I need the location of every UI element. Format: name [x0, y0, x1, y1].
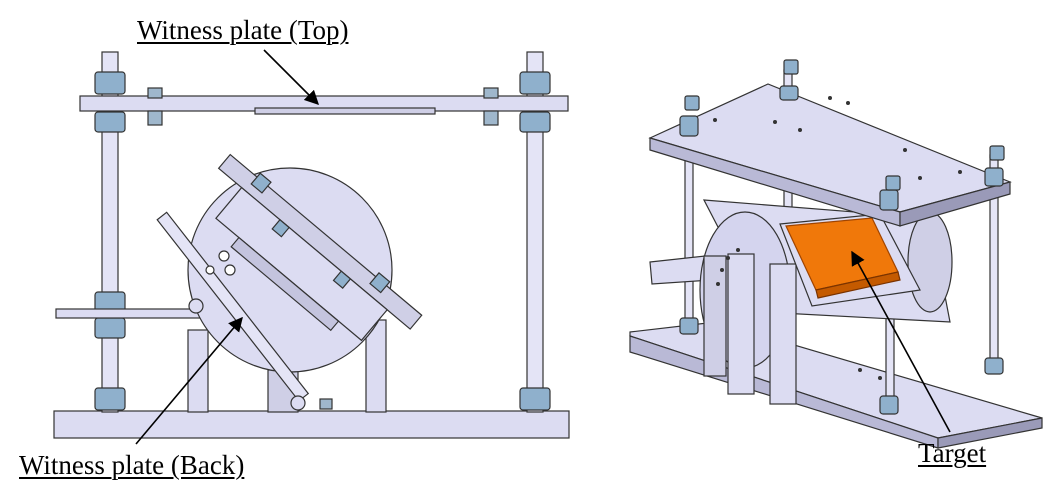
arrow-witness-top [263, 49, 320, 106]
iso-base-plate [629, 321, 1043, 439]
label-target: Target [918, 438, 987, 468]
front-view [53, 51, 570, 439]
arrow-witness-back [135, 316, 243, 445]
rod-nuts [94, 71, 551, 411]
isometric-view [629, 59, 1043, 449]
label-witness-plate-top: Witness plate (Top) [137, 15, 349, 45]
label-witness-plate-back: Witness plate (Back) [19, 450, 245, 480]
witness-plate-back [156, 211, 310, 402]
arrow-target [851, 250, 951, 433]
base-plate [53, 410, 570, 439]
right-rod [526, 51, 544, 413]
